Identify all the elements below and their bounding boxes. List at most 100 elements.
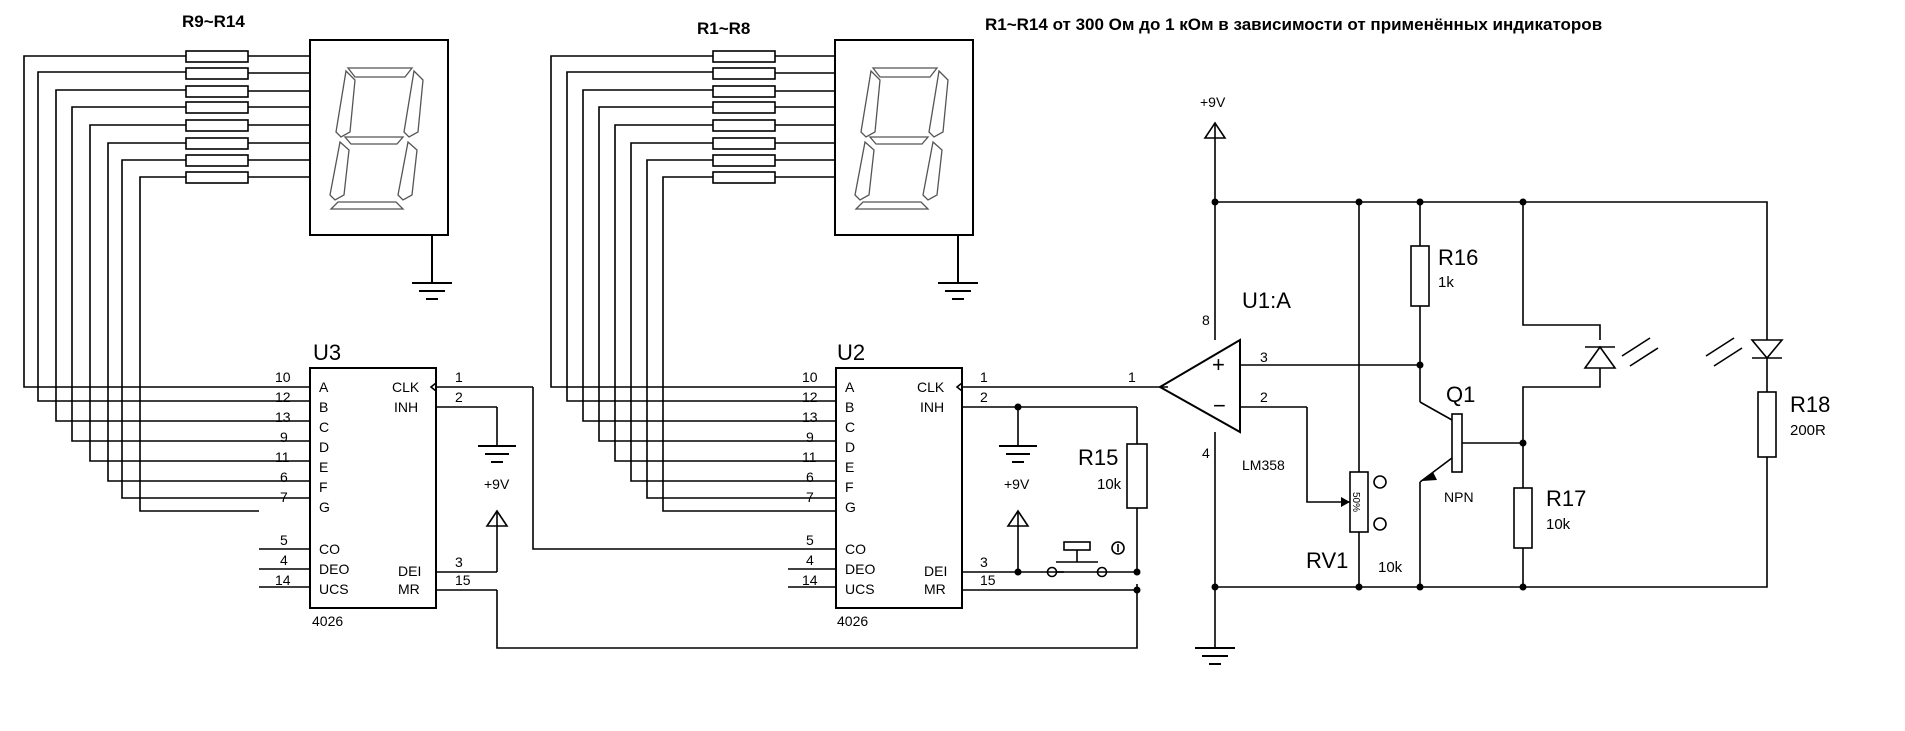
resistor-pack-r9-r14 bbox=[185, 50, 310, 184]
supply-symbol-u2: +9V bbox=[1004, 476, 1030, 576]
resistor-note: R1~R14 от 300 Ом до 1 кОм в зависимости … bbox=[985, 15, 1602, 34]
resistor-pack-r1-r8 bbox=[712, 50, 835, 184]
q1-ref: Q1 bbox=[1446, 382, 1475, 407]
u3-pin-num: 5 bbox=[280, 532, 288, 548]
resistor-r15: R15 10k bbox=[1078, 407, 1148, 594]
q1-type: NPN bbox=[1444, 489, 1474, 505]
seven-segment-display-right bbox=[834, 39, 974, 236]
ic-u2: U2 4026 10 12 13 9 11 6 7 5 4 14 A B C D… bbox=[788, 340, 1168, 629]
u2-pin-num: 1 bbox=[980, 369, 988, 385]
u2-pin-name: MR bbox=[924, 581, 946, 597]
u3-pin-num: 10 bbox=[275, 369, 291, 385]
u2-pin-name: DEI bbox=[924, 563, 947, 579]
u2-pin-num: 11 bbox=[802, 449, 817, 465]
u3-pin-name: MR bbox=[398, 581, 420, 597]
u2-pin-name: G bbox=[845, 499, 856, 515]
ground-symbol-display-left bbox=[412, 235, 452, 300]
u2-pin-num: 7 bbox=[806, 489, 814, 505]
u3-pin-name: C bbox=[319, 419, 329, 435]
wire-u3-clk-to-u2-co bbox=[532, 387, 836, 550]
seven-segment-display-left bbox=[309, 39, 449, 236]
wire-u3-mr-to-reset bbox=[496, 584, 1138, 649]
resistor-group-label-left: R9~R14 bbox=[182, 12, 245, 31]
u2-pin-name: INH bbox=[920, 399, 944, 415]
u3-pin-num: 12 bbox=[275, 389, 291, 405]
u3-pin-name: INH bbox=[394, 399, 418, 415]
rv1-value: 10k bbox=[1378, 559, 1403, 576]
r15-value: 10k bbox=[1097, 476, 1122, 493]
opamp-ref: U1:A bbox=[1242, 288, 1291, 313]
resistor-r16: R16 1k bbox=[1410, 202, 1478, 365]
opamp-pin-out: 1 bbox=[1128, 369, 1136, 385]
u3-pin-num: 7 bbox=[280, 489, 288, 505]
opamp-plus-sign: + bbox=[1212, 352, 1225, 377]
u2-pin-name: D bbox=[845, 439, 855, 455]
r17-value: 10k bbox=[1546, 516, 1571, 533]
ground-symbol-u2 bbox=[999, 403, 1037, 463]
u3-pin-num: 1 bbox=[455, 369, 463, 385]
u2-pin-num: 14 bbox=[802, 572, 818, 588]
u2-pin-num: 6 bbox=[806, 469, 814, 485]
u3-pin-name: UCS bbox=[319, 581, 349, 597]
u2-pin-name: E bbox=[845, 459, 854, 475]
resistor-group-label-right: R1~R8 bbox=[697, 19, 750, 38]
opamp-u1a: U1:A LM358 + − 1 3 2 8 4 bbox=[1128, 202, 1420, 648]
resistor-r18: R18 200R bbox=[1757, 391, 1830, 458]
led-d2 bbox=[1705, 337, 1784, 392]
u2-pin-num: 4 bbox=[806, 552, 814, 568]
opamp-part: LM358 bbox=[1242, 457, 1285, 473]
u2-pin-num: 2 bbox=[980, 389, 988, 405]
reset-pushbutton bbox=[1046, 541, 1125, 578]
u3-pin-name: DEO bbox=[319, 561, 349, 577]
r16-value: 1k bbox=[1438, 274, 1454, 291]
u2-pin-name: C bbox=[845, 419, 855, 435]
u2-pin-name: B bbox=[845, 399, 854, 415]
u2-pin-num: 15 bbox=[980, 572, 996, 588]
led-d1 bbox=[1522, 202, 1659, 443]
u3-pin-name: CO bbox=[319, 541, 340, 557]
supply-symbol-top: +9V bbox=[1200, 94, 1227, 202]
bus-wires-right bbox=[550, 55, 788, 512]
u2-supply-label: +9V bbox=[1004, 476, 1030, 492]
u2-pin-num: 9 bbox=[806, 429, 814, 445]
u3-pin-name: DEI bbox=[398, 563, 421, 579]
u3-pin-num: 15 bbox=[455, 572, 471, 588]
u2-pin-name: CO bbox=[845, 541, 866, 557]
u3-pin-num: 4 bbox=[280, 552, 288, 568]
u3-pin-num: 2 bbox=[455, 389, 463, 405]
r18-value: 200R bbox=[1790, 422, 1826, 439]
ground-symbol-u3 bbox=[478, 407, 516, 463]
r18-ref: R18 bbox=[1790, 392, 1830, 417]
rail-gnd bbox=[1215, 457, 1768, 588]
opamp-pin-vcc: 8 bbox=[1202, 312, 1210, 328]
ground-symbol-display-right bbox=[938, 235, 978, 300]
u3-ref: U3 bbox=[313, 340, 341, 365]
opamp-pin-minus: 2 bbox=[1260, 389, 1268, 405]
u2-pin-name: A bbox=[845, 379, 855, 395]
u2-pin-num: 10 bbox=[802, 369, 818, 385]
bus-wires-left bbox=[23, 55, 259, 512]
u3-pin-num: 3 bbox=[455, 554, 463, 570]
u3-pin-num: 14 bbox=[275, 572, 291, 588]
ground-symbol-opamp bbox=[1195, 647, 1235, 665]
u2-pin-num: 13 bbox=[802, 409, 818, 425]
potentiometer-rv1: 50% RV1 10k bbox=[1306, 202, 1403, 587]
opamp-pin-plus: 3 bbox=[1260, 349, 1268, 365]
u3-pin-num: 9 bbox=[280, 429, 288, 445]
u3-pin-num: 6 bbox=[280, 469, 288, 485]
u3-pin-num: 11 bbox=[275, 449, 290, 465]
top-supply-label: +9V bbox=[1200, 94, 1226, 110]
u3-pin-name: F bbox=[319, 479, 328, 495]
u2-pin-name: UCS bbox=[845, 581, 875, 597]
ic-u3: U3 4026 10 12 13 9 11 6 7 5 4 14 A B C D… bbox=[259, 340, 533, 629]
r16-ref: R16 bbox=[1438, 245, 1478, 270]
supply-symbol-u3: +9V bbox=[484, 476, 510, 572]
u3-supply-label: +9V bbox=[484, 476, 510, 492]
u2-pin-name: CLK bbox=[917, 379, 945, 395]
opamp-minus-sign: − bbox=[1213, 393, 1226, 418]
rv1-ref: RV1 bbox=[1306, 548, 1348, 573]
u3-pin-name: B bbox=[319, 399, 328, 415]
u2-pin-name: F bbox=[845, 479, 854, 495]
r17-ref: R17 bbox=[1546, 486, 1586, 511]
